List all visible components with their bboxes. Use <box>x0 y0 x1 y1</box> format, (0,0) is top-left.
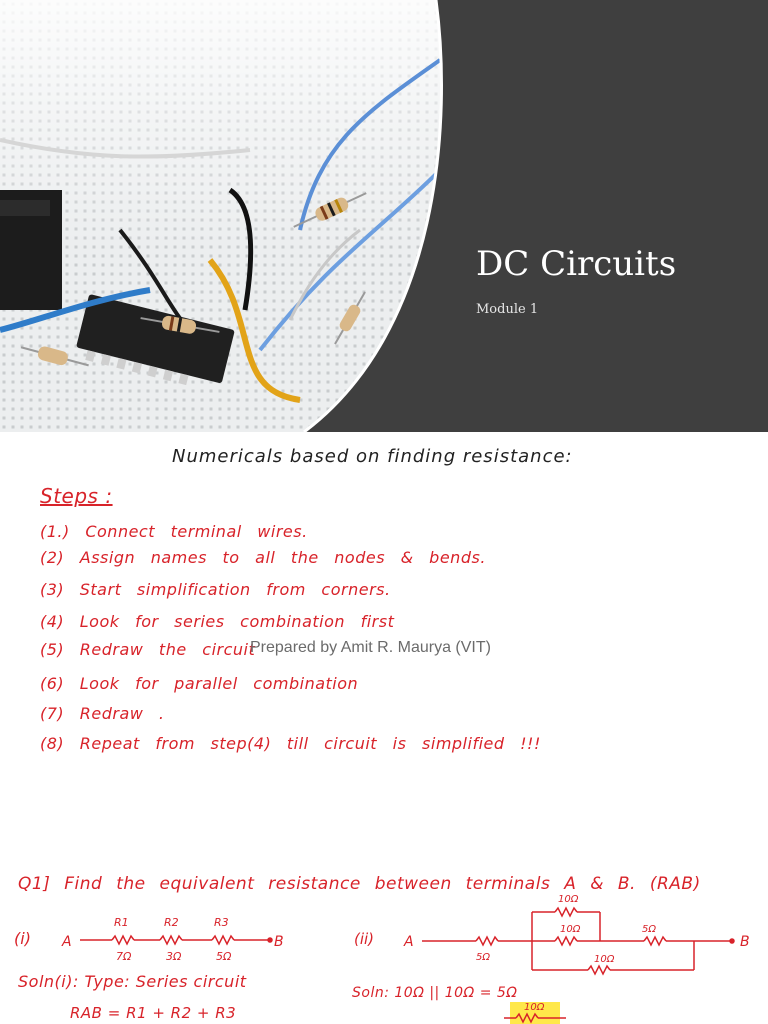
step-item: (4) Look for series combination first <box>40 612 395 631</box>
circuit-diagrams: (i) A B R1 R2 R3 7Ω 3Ω 5Ω (ii) A B 10Ω 1… <box>14 894 750 1024</box>
step-item: (3) Start simplification from corners. <box>40 580 391 599</box>
step-item: (6) Look for parallel combination <box>40 674 359 693</box>
circuit2-node-a: A <box>403 934 414 950</box>
highlighted-value: 10Ω <box>524 1002 545 1013</box>
step-item: (1.) Connect terminal wires. <box>40 522 308 541</box>
breadboard-photo <box>0 0 443 432</box>
resistor-value: 10Ω <box>560 924 581 935</box>
solution-two: Soln: 10Ω || 10Ω = 5Ω <box>352 985 518 1001</box>
notes-slide: Numericals based on finding resistance: … <box>0 432 768 1024</box>
circuit1-node-b: B <box>274 934 284 950</box>
circuit1-label: (i) <box>14 929 31 948</box>
title-slide: DC Circuits Module 1 <box>0 0 768 432</box>
resistor-r1-name: R1 <box>114 916 129 929</box>
circuit2-node-b: B <box>740 934 750 950</box>
slide-title: DC Circuits <box>476 244 677 284</box>
circuit1-node-a: A <box>61 934 72 950</box>
resistor-value: 5Ω <box>476 952 490 963</box>
solution-one: Soln(i): Type: Series circuit <box>18 972 247 991</box>
step-item: (7) Redraw . <box>40 704 165 723</box>
steps-label: Steps : <box>40 484 113 508</box>
resistor-r1-value: 7Ω <box>116 950 132 963</box>
resistor-r3-value: 5Ω <box>216 950 232 963</box>
rab-formula: RAB = R1 + R2 + R3 <box>70 1004 237 1022</box>
resistor-r2-value: 3Ω <box>166 950 182 963</box>
resistor-value: 10Ω <box>594 954 615 965</box>
notes-heading: Numericals based on finding resistance: <box>172 446 573 467</box>
step-item: (2) Assign names to all the nodes & bend… <box>40 548 486 567</box>
resistor-value: 10Ω <box>558 894 579 905</box>
circuit2-label: (ii) <box>354 930 374 948</box>
slide-subtitle: Module 1 <box>476 302 539 317</box>
step-item: (8) Repeat from step(4) till circuit is … <box>40 734 541 753</box>
question-text: Q1] Find the equivalent resistance betwe… <box>18 874 701 894</box>
resistor-value: 5Ω <box>642 924 656 935</box>
watermark: Prepared by Amit R. Maurya (VIT) <box>250 639 491 656</box>
step-item: (5) Redraw the circuit <box>40 640 256 659</box>
resistor-r3-name: R3 <box>214 916 229 929</box>
resistor-r2-name: R2 <box>164 916 179 929</box>
